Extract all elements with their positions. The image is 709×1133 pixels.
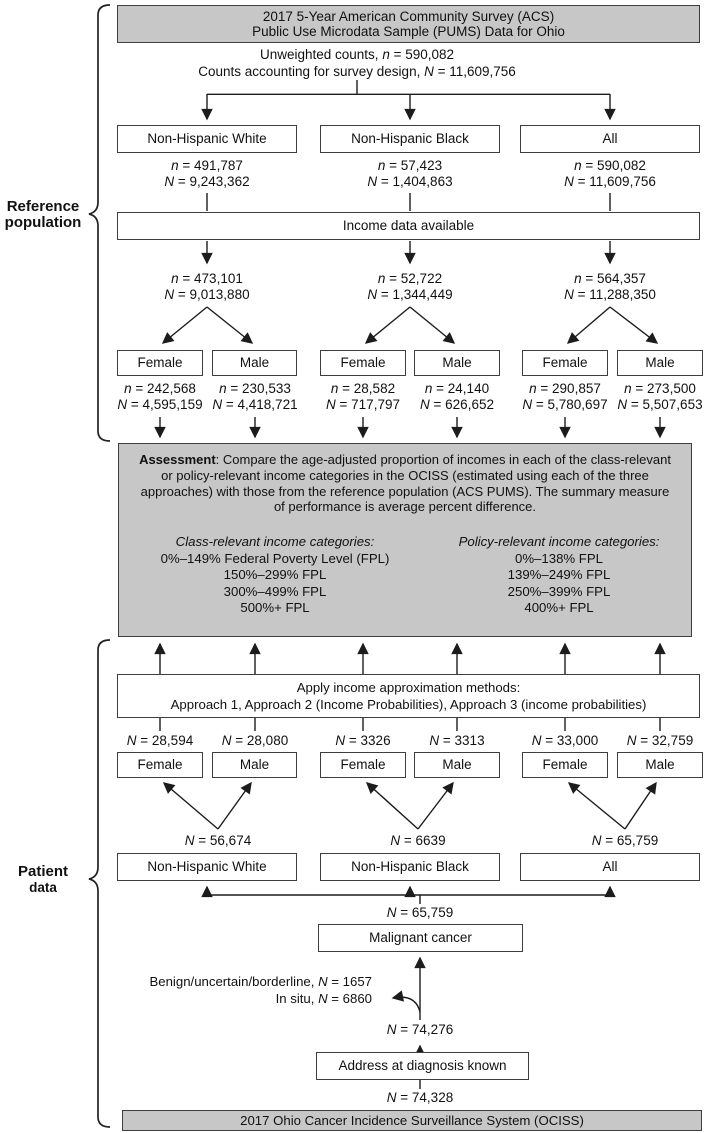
patient-data-label: Patient data: [17, 863, 68, 896]
reference-population-label: Reference population: [4, 198, 82, 231]
node-pat-all-female: Female: [522, 752, 608, 778]
node-ociss-source: 2017 Ohio Cancer Incidence Surveillance …: [122, 1110, 702, 1131]
patient-data-brace: [88, 639, 111, 1128]
policy-relevant-categories: Policy-relevant income categories: 0%–13…: [458, 534, 660, 615]
node-pat-nonhispanic-white: Non-Hispanic White: [117, 853, 297, 881]
address-known-N: N = 74,276: [386, 1022, 454, 1037]
node-pat-nhb-female: Female: [320, 752, 406, 778]
node-ref-nonhispanic-white: Non-Hispanic White: [117, 125, 297, 153]
pat-nhw-female-N: N = 28,594: [126, 733, 194, 748]
class-relevant-categories: Class-relevant income categories: 0%–149…: [160, 534, 390, 615]
pat-nhb-combined-N: N = 6639: [390, 833, 446, 848]
pat-nhw-male-N: N = 28,080: [221, 733, 289, 748]
node-ref-all-female: Female: [522, 350, 608, 376]
node-assessment: Assessment: Compare the age-adjusted pro…: [118, 443, 692, 637]
node-pat-nhw-female: Female: [117, 752, 203, 778]
pat-all-female-N: N = 33,000: [531, 733, 599, 748]
node-ref-nhw-female: Female: [117, 350, 203, 376]
node-ref-nhw-male: Male: [212, 350, 297, 376]
pat-nhb-female-N: N = 3326: [335, 733, 391, 748]
node-pat-nhw-male: Male: [212, 752, 297, 778]
node-acs-pums-source: 2017 5-Year American Community Survey (A…: [117, 5, 700, 43]
node-ref-nhb-female: Female: [320, 350, 406, 376]
node-malignant-cancer: Malignant cancer: [318, 924, 523, 952]
node-pat-nonhispanic-black: Non-Hispanic Black: [320, 853, 500, 881]
reference-population-brace: [88, 4, 111, 442]
node-pat-nhb-male: Male: [414, 752, 500, 778]
pat-nhw-combined-N: N = 56,674: [184, 833, 252, 848]
node-ref-all-male: Male: [617, 350, 703, 376]
malignant-N: N = 65,759: [386, 905, 454, 920]
node-apply-income-approximation: Apply income approximation methods: Appr…: [117, 674, 700, 718]
node-pat-all: All: [520, 853, 700, 881]
pat-nhb-male-N: N = 3313: [429, 733, 485, 748]
node-income-data-available: Income data available: [117, 212, 700, 240]
ociss-total-N: N = 74,328: [386, 1090, 454, 1105]
excluded-cases-note: Benign/uncertain/borderline, N = 1657 In…: [149, 974, 372, 1006]
node-ref-all: All: [520, 125, 700, 153]
node-ref-nhb-male: Male: [414, 350, 500, 376]
pat-all-male-N: N = 32,759: [626, 733, 694, 748]
pat-all-combined-N: N = 65,759: [591, 833, 659, 848]
assessment-text: Assessment: Compare the age-adjusted pro…: [139, 452, 671, 515]
node-ref-nonhispanic-black: Non-Hispanic Black: [320, 125, 500, 153]
patient-flow-lines: [154, 642, 666, 1089]
node-pat-all-male: Male: [617, 752, 703, 778]
reference-flow-lines: [154, 80, 666, 439]
node-address-at-diagnosis-known: Address at diagnosis known: [316, 1052, 529, 1080]
overall-counts: Unweighted counts, n = 590,082 Counts ac…: [198, 47, 516, 79]
